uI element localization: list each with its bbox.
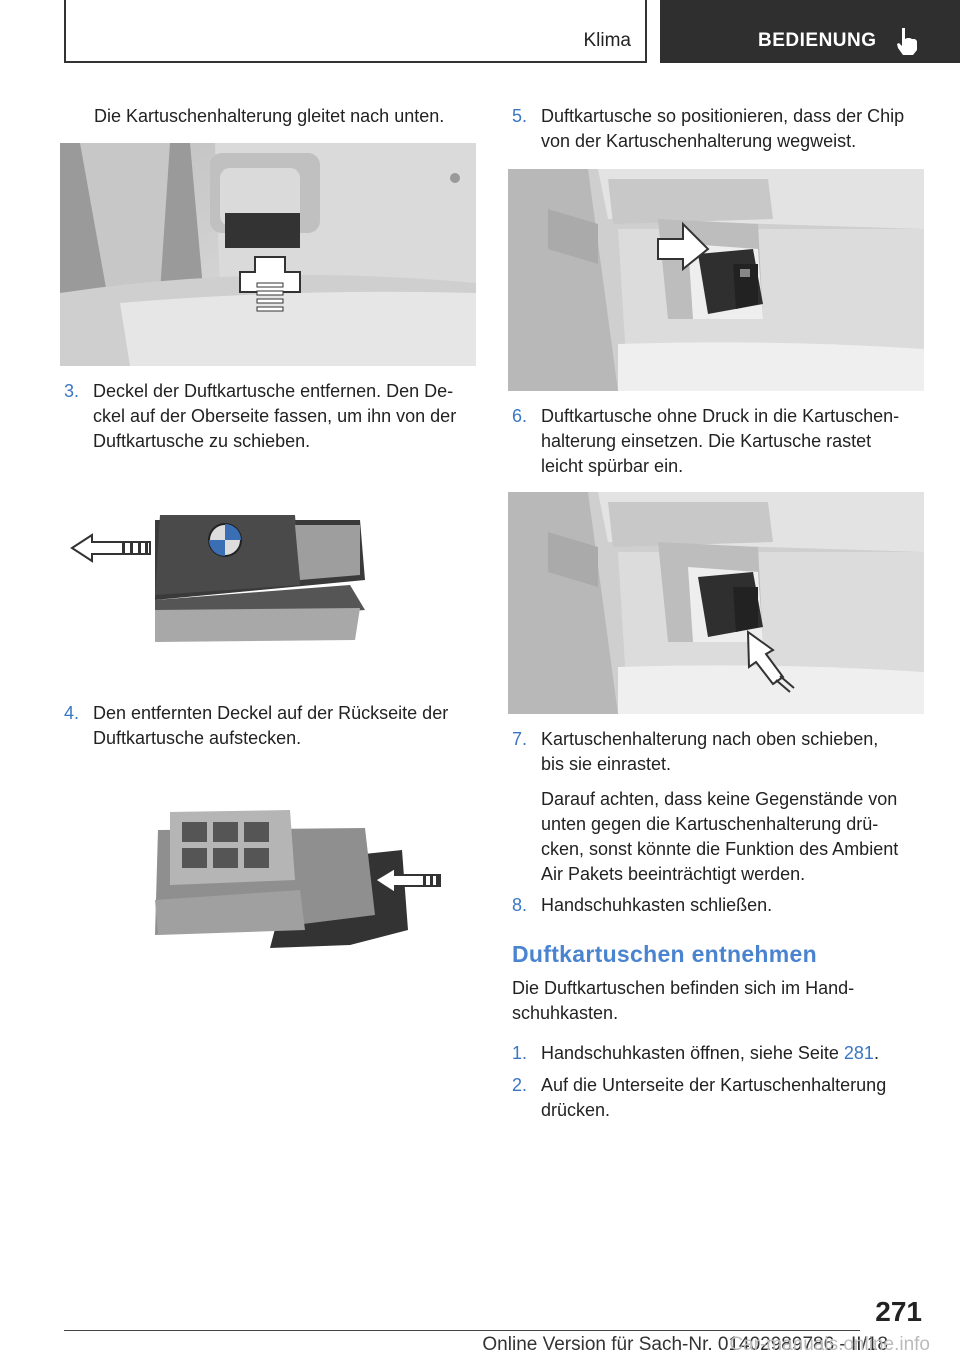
step-line: von der Kartuschenhalterung wegweist. <box>541 131 857 151</box>
header-section-tab: Klima <box>64 0 647 63</box>
step-number: 8. <box>512 895 528 915</box>
section-heading: Duftkartuschen entnehmen <box>512 941 817 967</box>
section-paragraph: Die Duftkartuschen befinden sich im Hand… <box>512 976 932 1026</box>
para-line: Die Duftkartuschen befinden sich im Hand… <box>512 978 855 998</box>
pointing-hand-icon <box>897 28 917 55</box>
step-number: 7. <box>512 729 528 749</box>
page-link[interactable]: 281 <box>843 1043 874 1063</box>
footer-rule <box>64 1330 860 1331</box>
note-line: Air Pakets beeinträchtigt werden. <box>541 864 806 884</box>
watermark: Car-manuals.online.info <box>729 1334 930 1355</box>
intro-text: Die Kartuschenhalterung gleitet nach unt… <box>94 106 445 126</box>
step-number: 4. <box>64 703 80 723</box>
step-line: Deckel der Duftkartusche entfernen. Den … <box>93 381 454 401</box>
note-line: unten gegen die Kartuschenhalterung drü‐ <box>541 814 879 834</box>
step-line: Kartuschenhalterung nach oben schieben, <box>541 729 879 749</box>
header-chapter-tab: BEDIENUNG <box>660 0 960 63</box>
figure-holder-down <box>60 143 476 366</box>
step-line: Duftkartusche so positionieren, dass der… <box>541 106 905 126</box>
chapter-title: BEDIENUNG <box>758 30 877 51</box>
figure-attach-lid <box>140 800 460 960</box>
step-number: 1. <box>512 1043 528 1063</box>
step-number: 6. <box>512 406 528 426</box>
step-number: 2. <box>512 1075 528 1095</box>
step-text: Handschuhkasten öffnen, siehe Seite <box>541 1043 844 1063</box>
step-line: leicht spürbar ein. <box>541 456 684 476</box>
figure-remove-lid <box>60 490 476 660</box>
step-line: Duftkartusche zu schieben. <box>93 431 311 451</box>
page-number: 271 <box>875 1296 922 1327</box>
step-text-end: . <box>873 1043 879 1063</box>
step-line: Auf die Unterseite der Kartuschenhalteru… <box>541 1075 887 1095</box>
note-line: cken, sonst könnte die Funktion des Ambi… <box>541 839 899 859</box>
note-line: Darauf achten, dass keine Gegenstände vo… <box>541 789 898 809</box>
figure-insert-cartridge <box>508 492 924 714</box>
step-number: 3. <box>64 381 80 401</box>
step-line: bis sie einrastet. <box>541 754 672 774</box>
step-number: 5. <box>512 106 528 126</box>
para-line: schuhkasten. <box>512 1003 619 1023</box>
step-line: halterung einsetzen. Die Kartusche raste… <box>541 431 872 451</box>
step-line: Handschuhkasten schließen. <box>541 895 773 915</box>
step-line: Duftkartusche aufstecken. <box>93 728 302 748</box>
step-line: Den entfernten Deckel auf der Rückseite … <box>93 703 449 723</box>
section-title: Klima <box>583 30 631 51</box>
step-line: Duftkartusche ohne Druck in die Kartusch… <box>541 406 900 426</box>
step-line: drücken. <box>541 1100 611 1120</box>
step-line: ckel auf der Oberseite fassen, um ihn vo… <box>93 406 457 426</box>
figure-position-cartridge <box>508 169 924 391</box>
footer-online-version: Online Version für Sach-Nr. 01402989786 … <box>482 1334 888 1355</box>
